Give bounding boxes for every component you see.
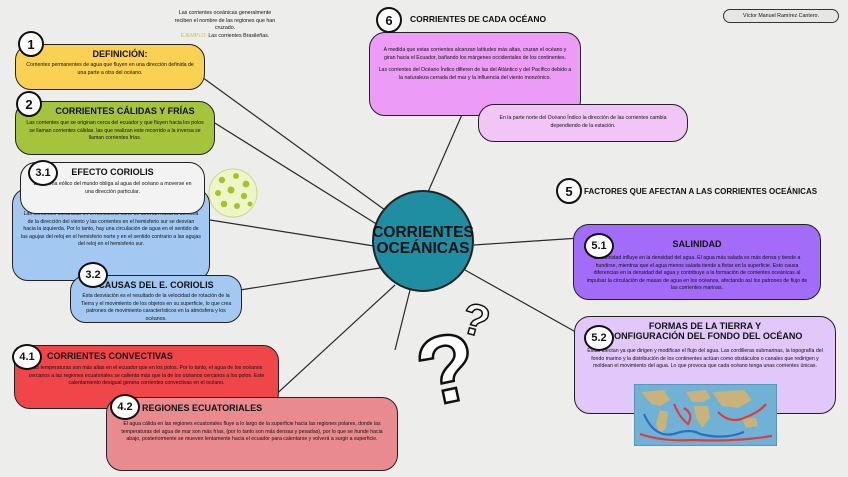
landforms-text: Estas afectan ya que dirigen y modifican… bbox=[587, 348, 823, 370]
top-note-example: EJEMPLO: Las corrientes Brasileñas. bbox=[160, 33, 290, 41]
salinity-title: SALINIDAD bbox=[672, 239, 722, 249]
definition-text: Corrientes permanentes de agua que fluye… bbox=[26, 62, 194, 76]
badge-4-1: 4.1 bbox=[12, 344, 42, 370]
each-ocean-text-2: Las corrientes del Océano Índico difiere… bbox=[378, 67, 572, 81]
badge-5: 5 bbox=[556, 178, 582, 204]
badge-3-2: 3.2 bbox=[78, 262, 108, 288]
landforms-title-2: CONFIGURACIÓN DEL FONDO DEL OCÉANO bbox=[607, 331, 803, 341]
globe-icon bbox=[208, 168, 258, 218]
coriolis-detail-text: Las corrientes oceánicas en el hemisferi… bbox=[21, 211, 201, 248]
equatorial-title: REGIONES ECUATORIALES bbox=[142, 403, 263, 413]
central-line1: CORRIENTES bbox=[372, 223, 474, 241]
coriolis-causes-title: CAUSAS DEL E. CORIOLIS bbox=[98, 280, 214, 290]
top-note: Las corrientes oceánicas generalmente re… bbox=[160, 10, 290, 41]
badge-5-2: 5.2 bbox=[584, 325, 614, 351]
coriolis-causes-text: Esta desviación es el resultado de la ve… bbox=[80, 293, 232, 322]
definition-title: DEFINICIÓN: bbox=[92, 49, 148, 59]
each-ocean-text-3: En la parte norte del Océano Índico la d… bbox=[499, 115, 667, 129]
warm-cold-text: Las corrientes que se originan cerca del… bbox=[26, 120, 204, 142]
badge-2: 2 bbox=[16, 91, 42, 117]
salinity-text: La salinidad influye en la densidad del … bbox=[586, 255, 808, 292]
factors-title: FACTORES QUE AFECTAN A LAS CORRIENTES OC… bbox=[584, 187, 818, 196]
example-text: Las corrientes Brasileñas. bbox=[208, 33, 270, 40]
convective-title: CORRIENTES CONVECTIVAS bbox=[47, 351, 173, 361]
each-ocean-title: CORRIENTES DE CADA OCÉANO bbox=[410, 14, 547, 24]
badge-4-2: 4.2 bbox=[110, 394, 140, 420]
top-note-line2: reciben el nombre de las regiones que ha… bbox=[174, 17, 276, 24]
central-topic: CORRIENTES OCEÁNICAS bbox=[372, 190, 474, 292]
badge-1: 1 bbox=[18, 31, 44, 57]
definition-box: DEFINICIÓN: Corrientes permanentes de ag… bbox=[15, 44, 205, 90]
convective-text: Las temperaturas son más altas en el ecu… bbox=[28, 365, 265, 387]
landforms-box: FORMAS DE LA TIERRA Y CONFIGURACIÓN DEL … bbox=[574, 316, 836, 414]
badge-3-1: 3.1 bbox=[28, 160, 58, 186]
landforms-title-1: FORMAS DE LA TIERRA Y bbox=[648, 321, 762, 331]
coriolis-box: EFECTO CORIOLIS El sistema eólico del mu… bbox=[20, 162, 205, 214]
badge-5-1: 5.1 bbox=[584, 233, 614, 259]
author-name: Víctor Manuel Ramírez Cantero. bbox=[743, 13, 819, 19]
indian-ocean-box: En la parte norte del Océano Índico la d… bbox=[478, 104, 688, 142]
equatorial-text: El agua cálida en las regiones ecuatoria… bbox=[121, 421, 383, 443]
top-note-line1: Las corrientes oceánicas generalmente bbox=[178, 10, 272, 16]
coriolis-title: EFECTO CORIOLIS bbox=[71, 167, 154, 177]
badge-6: 6 bbox=[376, 7, 402, 33]
author-pill: Víctor Manuel Ramírez Cantero. bbox=[723, 9, 839, 23]
each-ocean-box: A medida que estas corrientes alcanzan l… bbox=[369, 32, 581, 116]
warm-cold-box: CORRIENTES CÁLIDAS Y FRÍAS Las corriente… bbox=[15, 101, 215, 155]
warm-cold-title: CORRIENTES CÁLIDAS Y FRÍAS bbox=[55, 106, 195, 116]
coriolis-text: El sistema eólico del mundo obliga al ag… bbox=[33, 181, 192, 195]
each-ocean-text-1: A medida que estas corrientes alcanzan l… bbox=[383, 47, 567, 61]
salinity-box: SALINIDAD La salinidad influye en la den… bbox=[573, 224, 821, 300]
example-label: EJEMPLO: bbox=[180, 33, 207, 40]
equatorial-box: REGIONES ECUATORIALES El agua cálida en … bbox=[106, 397, 398, 471]
central-line2: OCEÁNICAS bbox=[376, 240, 470, 257]
world-currents-map-icon bbox=[634, 384, 777, 446]
top-note-line3: cruzado. bbox=[214, 25, 236, 32]
